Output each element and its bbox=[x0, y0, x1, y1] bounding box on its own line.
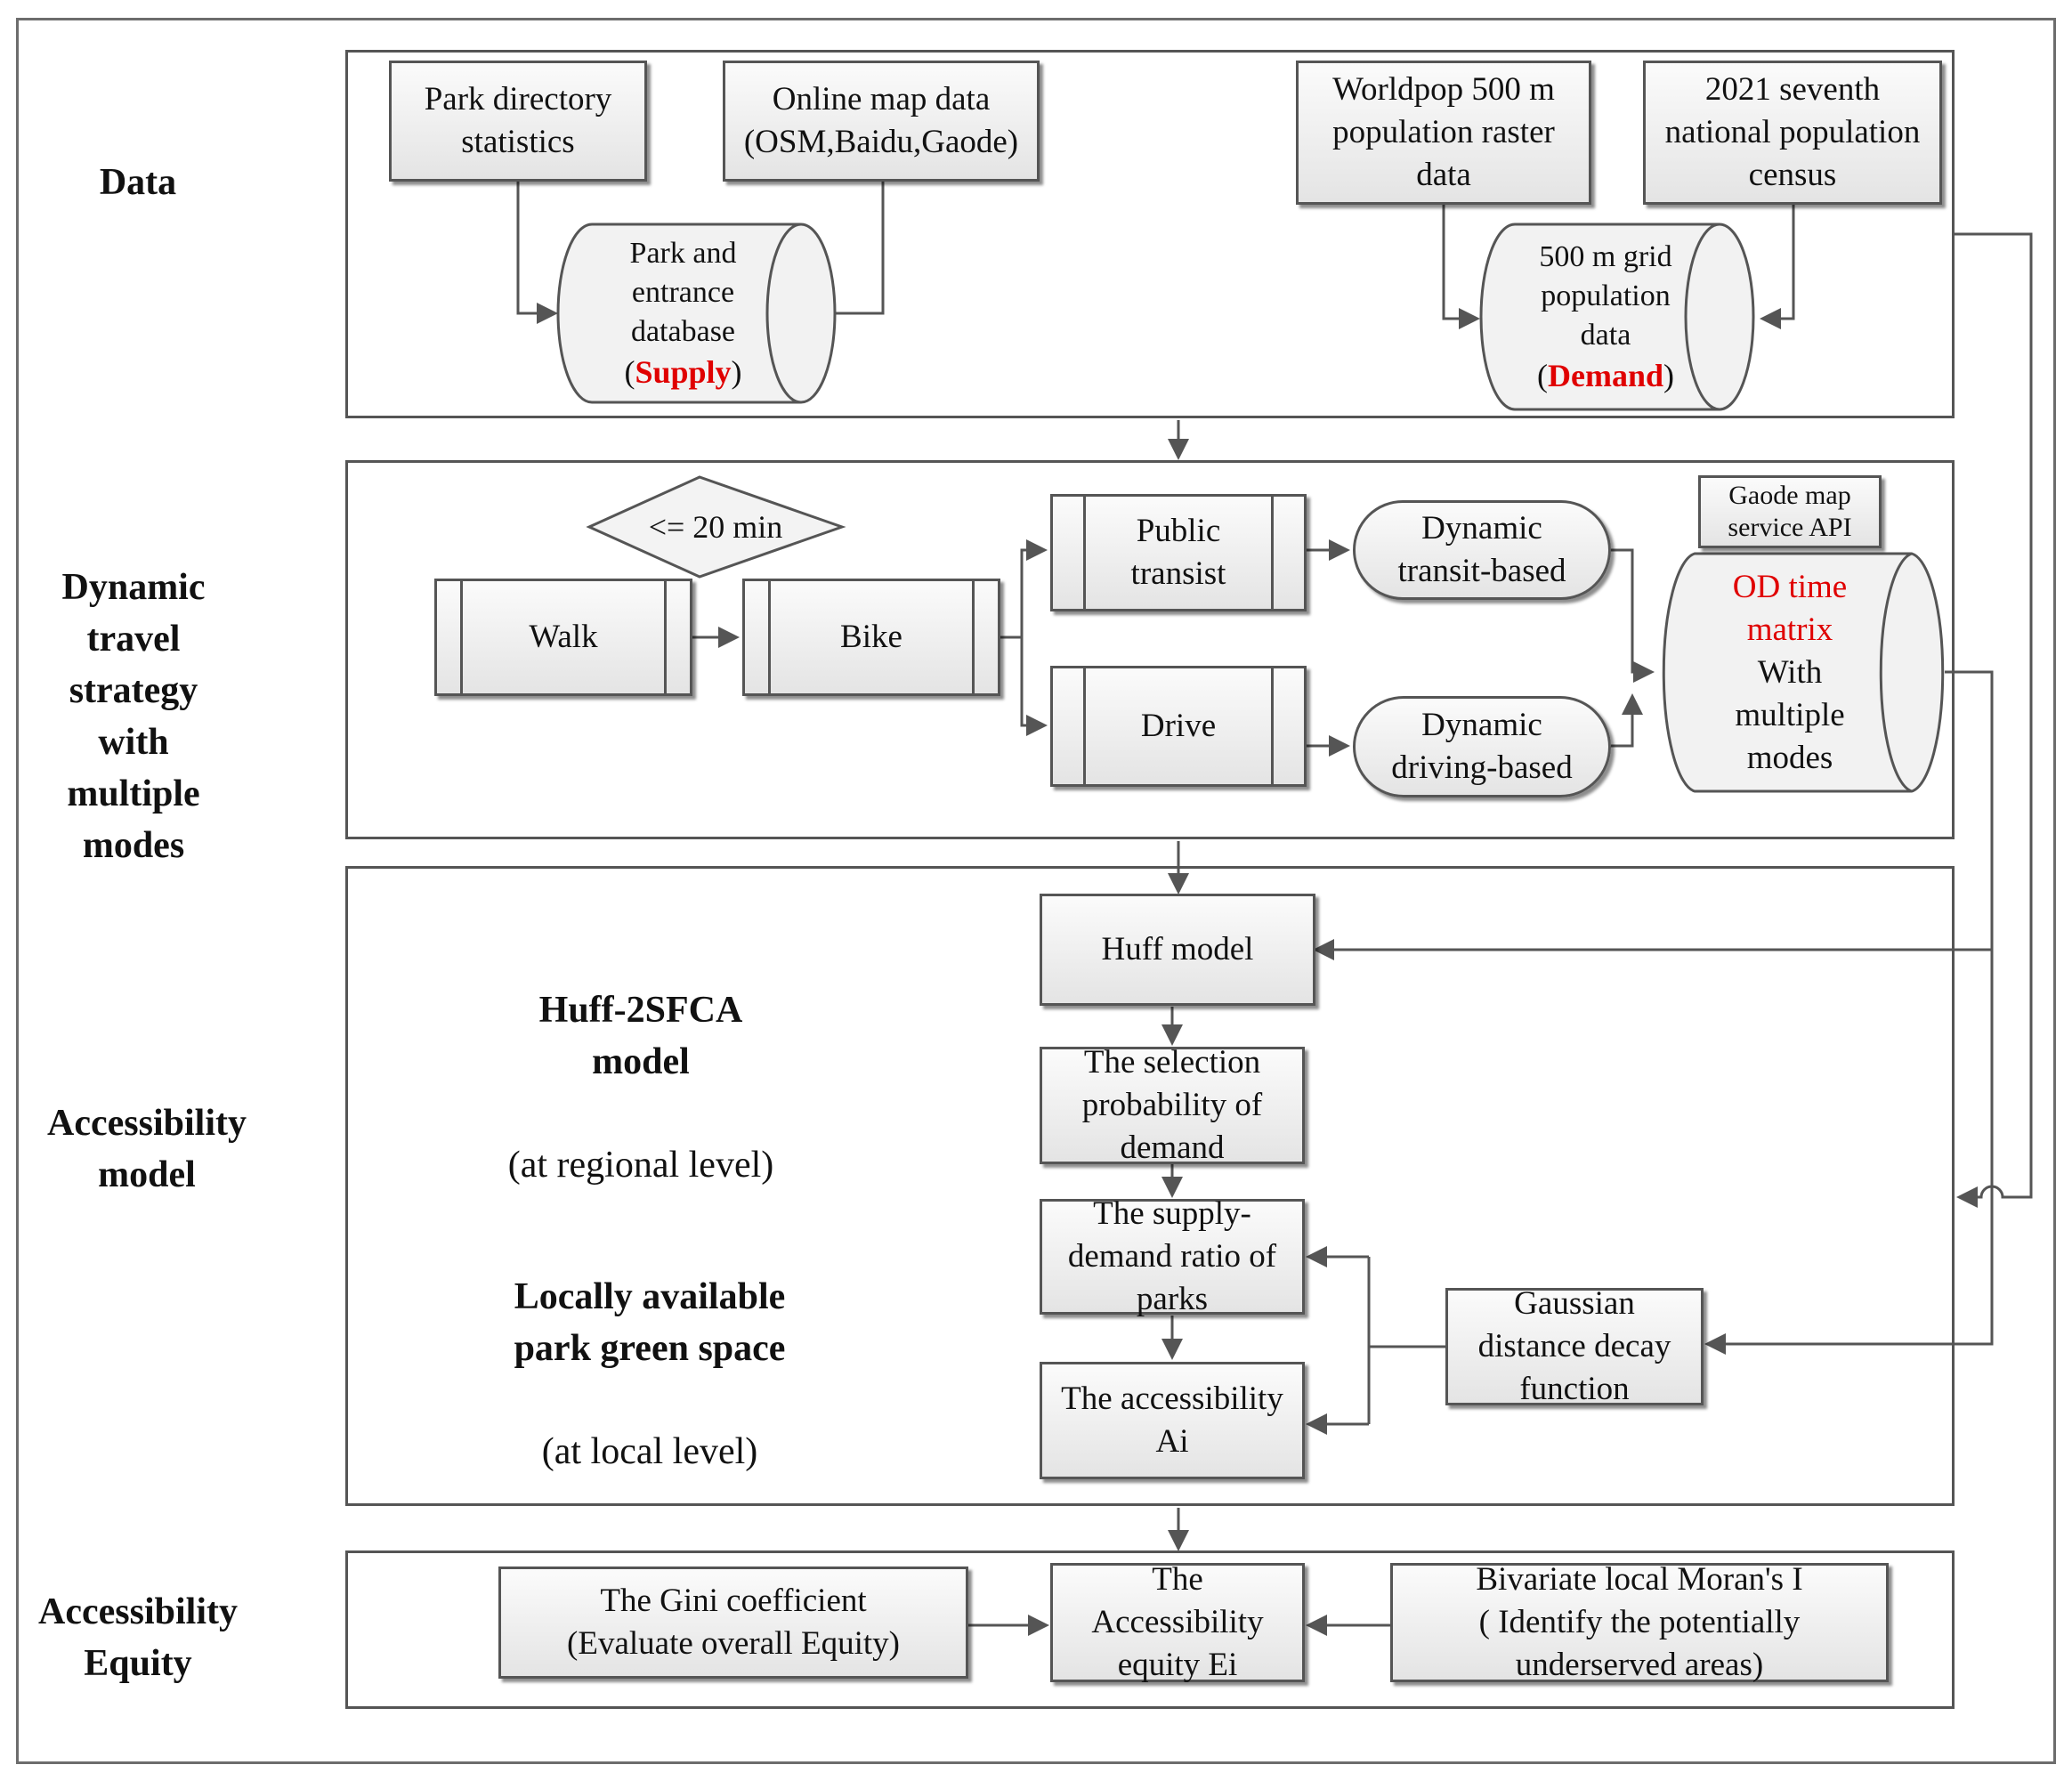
dynamic-transit-label: Dynamic transit-based bbox=[1397, 510, 1566, 589]
local-green-space-title: Locally available park green space (at l… bbox=[418, 1219, 881, 1478]
threshold-label: <= 20 min bbox=[648, 509, 783, 545]
park-database-cylinder: Park and entrance database (Supply) bbox=[570, 224, 797, 402]
huff-2sfca-bold: Huff-2SFCA model bbox=[538, 990, 743, 1082]
census-box: 2021 seventh national population census bbox=[1643, 61, 1942, 205]
demand-tag: Demand bbox=[1547, 358, 1663, 393]
dynamic-driving-label: Dynamic driving-based bbox=[1391, 707, 1573, 786]
selection-probability-box: The selection probability of demand bbox=[1040, 1044, 1305, 1166]
walk-process-box: Walk bbox=[434, 579, 692, 696]
grid-population-label: 500 m grid population data bbox=[1539, 240, 1672, 352]
accessibility-equity-box: The Accessibility equity Ei bbox=[1050, 1561, 1305, 1683]
od-matrix-title: OD time matrix bbox=[1732, 568, 1848, 648]
park-directory-box: Park directory statistics bbox=[389, 61, 647, 182]
threshold-diamond: <= 20 min bbox=[589, 504, 842, 550]
gini-coefficient-label: The Gini coefficient (Evaluate overall E… bbox=[567, 1583, 900, 1662]
row-label-equity: Accessibility Equity bbox=[38, 1591, 238, 1684]
bike-process-box: Bike bbox=[742, 579, 1000, 696]
park-directory-label: Park directory statistics bbox=[424, 81, 612, 160]
huff-model-box: Huff model bbox=[1040, 894, 1315, 1006]
census-label: 2021 seventh national population census bbox=[1664, 71, 1921, 193]
gaode-api-label: Gaode map service API bbox=[1728, 481, 1852, 542]
gaussian-decay-box: Gaussian distance decay function bbox=[1445, 1285, 1704, 1407]
local-green-space-scope: (at local level) bbox=[541, 1431, 758, 1472]
accessibility-equity-label: The Accessibility equity Ei bbox=[1091, 1561, 1264, 1683]
accessibility-ai-label: The accessibility Ai bbox=[1061, 1380, 1283, 1460]
moran-box: Bivariate local Moran's I ( Identify the… bbox=[1390, 1561, 1889, 1683]
supply-demand-ratio-box: The supply- demand ratio of parks bbox=[1040, 1195, 1305, 1317]
moran-label: Bivariate local Moran's I ( Identify the… bbox=[1476, 1561, 1803, 1683]
bike-label: Bike bbox=[840, 619, 902, 655]
huff-model-label: Huff model bbox=[1101, 931, 1254, 967]
row-label-data: Data bbox=[99, 162, 177, 203]
grid-population-cylinder: 500 m grid population data (Demand) bbox=[1492, 224, 1720, 409]
online-map-label: Online map data (OSM,Baidu,Gaode) bbox=[743, 81, 1019, 160]
gini-coefficient-box: The Gini coefficient (Evaluate overall E… bbox=[498, 1567, 968, 1679]
supply-tag: Supply bbox=[635, 354, 732, 390]
online-map-box: Online map data (OSM,Baidu,Gaode) bbox=[723, 61, 1040, 182]
huff-2sfca-title: Huff-2SFCA model (at regional level) bbox=[418, 933, 863, 1191]
drive-label: Drive bbox=[1140, 708, 1217, 744]
supply-demand-ratio-label: The supply- demand ratio of parks bbox=[1067, 1195, 1277, 1317]
accessibility-ai-box: The accessibility Ai bbox=[1040, 1362, 1305, 1479]
row-label-travel: Dynamic travel strategy with multiple mo… bbox=[61, 567, 206, 866]
dynamic-transit-terminator: Dynamic transit-based bbox=[1353, 500, 1611, 600]
public-transit-label: Public transist bbox=[1130, 513, 1226, 592]
demand-line: (Demand) bbox=[1536, 358, 1674, 393]
public-transit-process-box: Public transist bbox=[1050, 494, 1307, 611]
row-label-model: Accessibility model bbox=[47, 1103, 247, 1195]
gaussian-decay-label: Gaussian distance decay function bbox=[1477, 1285, 1671, 1407]
walk-label: Walk bbox=[529, 619, 598, 655]
worldpop-label: Worldpop 500 m population raster data bbox=[1332, 71, 1555, 193]
huff-2sfca-scope: (at regional level) bbox=[507, 1145, 774, 1186]
selection-probability-label: The selection probability of demand bbox=[1081, 1044, 1263, 1166]
od-matrix-cylinder: OD time matrix With multiple modes bbox=[1673, 554, 1906, 791]
gaode-api-box: Gaode map service API bbox=[1698, 475, 1882, 548]
od-matrix-modes: With multiple modes bbox=[1735, 653, 1845, 776]
outer-frame bbox=[16, 18, 2056, 1764]
supply-line: (Supply) bbox=[624, 354, 742, 390]
local-green-space-bold: Locally available park green space bbox=[514, 1276, 786, 1369]
dynamic-driving-terminator: Dynamic driving-based bbox=[1353, 696, 1611, 797]
worldpop-box: Worldpop 500 m population raster data bbox=[1296, 61, 1591, 205]
drive-process-box: Drive bbox=[1050, 666, 1307, 787]
park-database-label: Park and entrance database bbox=[629, 237, 737, 348]
